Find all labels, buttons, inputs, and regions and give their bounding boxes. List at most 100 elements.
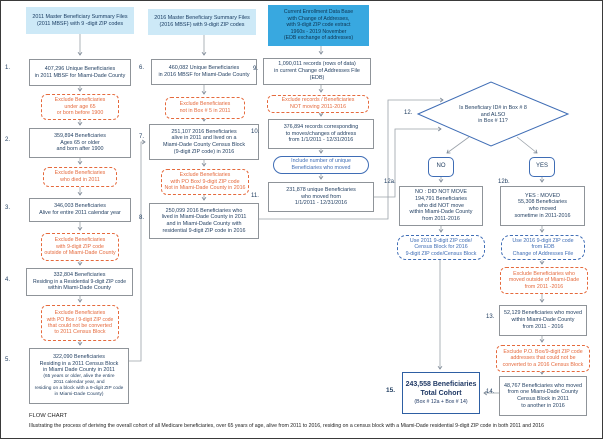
text-line: 9-digit ZIP code/Census Block — [405, 250, 477, 257]
text-line: Census Block for 2016 — [414, 244, 468, 251]
text-line: Exclude Beneficiaries who — [513, 270, 575, 277]
text-line: Alive for entire 2011 calendar year — [39, 210, 121, 216]
step-number-12: 12. — [404, 110, 413, 116]
text-line: (2011 MBSF) with 9 -digit ZIP codes — [36, 20, 124, 27]
text-line: YES : MOVED — [524, 192, 561, 199]
text-line: sometime in 2011-2016 — [514, 212, 571, 219]
text-line: from 2011 - 2016 — [522, 323, 564, 330]
exclude-pobox-census: Exclude P.O. Box/9-digit ZIP code addres… — [496, 345, 590, 372]
box-14: 48,767 Beneficiaries who moved from one … — [499, 376, 587, 416]
step-number-12a: 12a. — [384, 179, 396, 185]
use-2011-zip-pill: Use 2011 9-digit ZIP code/ Census Block … — [397, 235, 485, 260]
step-number-10: 10. — [251, 129, 260, 135]
text-line: Residing in a 2011 Census Block — [39, 360, 119, 367]
exclude-not-moving: Exclude records / Beneficiaries NOT movi… — [267, 95, 369, 113]
text-line: 2011 Master Beneficiary Summary Files — [32, 13, 128, 20]
box-12b: YES : MOVED 55,308 Beneficiaries who mov… — [500, 186, 585, 226]
text-line: with 9-digit ZIP code — [56, 243, 104, 250]
text-line: in Miami-Dade County) — [54, 392, 104, 398]
source-2016-mbsf: 2016 Master Beneficiary Summary Files (2… — [148, 9, 256, 35]
text-line: (Box # 12a + Box # 14) — [414, 398, 468, 405]
text-line: 250,099 2016 Beneficiaries who — [165, 207, 243, 214]
text-line: Exclude Beneficiaries — [54, 170, 106, 177]
text-line: Census Block in 2011 — [517, 396, 569, 402]
step-number-2: 2. — [5, 137, 11, 143]
text-line: residential 9-digit ZIP code in 2016 — [162, 227, 246, 234]
step-number-4: 4. — [5, 277, 11, 283]
text-line: 52,129 Beneficiaries who moved — [504, 310, 582, 317]
decision-yes: YES — [529, 157, 555, 177]
text-line: NOT moving 2011-2016 — [289, 104, 347, 110]
text-line: 55,308 Beneficiaries — [518, 199, 567, 206]
text-line: lived in Miami-Dade County in 2011 — [161, 214, 247, 221]
step-number-11: 11. — [251, 193, 259, 199]
text-line: and in Miami-Dade County with — [166, 221, 242, 227]
text-line: from EDB — [531, 244, 555, 251]
text-line: who died in 2011 — [60, 177, 100, 183]
text-line: 48,767 Beneficiaries who moved — [504, 382, 582, 389]
text-line: outside of Miami-Dade County — [44, 250, 116, 257]
text-line: Exclude Beneficiaries — [179, 172, 231, 179]
text-line: Exclude Beneficiaries — [54, 97, 106, 104]
source-edb: Current Enrollment Data Base with Change… — [268, 5, 369, 46]
caption-title: FLOW CHART — [29, 413, 68, 419]
text-line: Include number of unique — [291, 158, 351, 165]
text-line: not in Box # 5 in 2011 — [179, 108, 231, 114]
text-line: Beneficiaries who moved — [291, 165, 351, 171]
step-number-13: 13. — [486, 314, 495, 320]
box-5: 322,090 Beneficiaries Residing in a 2011… — [29, 348, 129, 404]
box-3: 346,003 Beneficiaries Alive for entire 2… — [29, 198, 131, 222]
text-line: addresses that could not be — [510, 355, 576, 362]
text-line: (2016 MBSF) with 9-digit ZIP codes — [159, 22, 245, 28]
source-2011-mbsf: 2011 Master Beneficiary Summary Files (2… — [26, 7, 134, 34]
text-line: 1960s - 2019 November — [290, 28, 347, 35]
text-line: from 2011 -2016 — [524, 283, 564, 290]
text-line: Is Beneficiary ID# in Box # 8 — [459, 104, 527, 111]
text-line: from 2011-2016 — [422, 216, 460, 223]
box-8: 250,099 2016 Beneficiaries who lived in … — [149, 203, 259, 239]
text-line: (65 years or older, alive the entire — [43, 374, 115, 380]
text-line: 376,894 records corresponding — [283, 123, 359, 130]
step-number-3: 3. — [5, 205, 11, 211]
box-1: 407,296 Unique Beneficiaries in 2011 MBS… — [29, 59, 131, 86]
exclude-pobox-2011: Exclude Beneficiaries with PO Box / 9-di… — [41, 305, 119, 341]
text-line: 2011 calendar year, and — [53, 380, 105, 386]
text-line: from one Miami-Dade County — [507, 389, 579, 396]
text-line: 460,082 Unique Beneficiaries — [168, 65, 240, 72]
box-12a: NO : DID NOT MOVE 194,791 Beneficiaries … — [399, 186, 483, 226]
step-number-15: 15. — [386, 387, 396, 394]
exclude-not-box5: Exclude Beneficiaries not in Box # 5 in … — [165, 97, 245, 119]
text-line: Current Enrollment Data Base — [283, 9, 354, 16]
text-line: or born before 1900 — [56, 110, 104, 117]
text-line: Exclude Beneficiaries — [179, 101, 231, 108]
box-7: 251,107 2016 Beneficiaries alive in 2011… — [149, 124, 259, 160]
text-line: and born after 1900 — [56, 146, 104, 153]
text-line: to 2011 Census Block — [54, 329, 106, 336]
text-line: NO : DID NOT MOVE — [414, 189, 467, 196]
text-line: to moves/changes of address — [285, 130, 357, 137]
text-line: with PO Box/ 9-digit ZIP code — [170, 178, 240, 185]
exclude-moved-outside: Exclude Beneficiaries who moved outside … — [500, 267, 588, 294]
text-line: from 1/1/2011 - 12/31/2016 — [288, 137, 354, 144]
text-line: who moved from — [301, 193, 341, 200]
step-number-8: 8. — [139, 215, 145, 221]
step-number-7: 7. — [139, 134, 145, 140]
box-10: 376,894 records corresponding to moves/c… — [268, 119, 374, 149]
text-line: Exclude Beneficiaries — [54, 237, 106, 244]
text-line: in 2011 MBSF for Miami-Dade County — [34, 72, 126, 79]
text-line: 251,107 2016 Beneficiaries — [171, 128, 237, 135]
text-line: Total Cohort — [420, 389, 462, 397]
decision-diamond — [416, 81, 570, 147]
include-unique-movers: Include number of unique Beneficiaries w… — [273, 156, 369, 174]
text-line: that could not be converted — [48, 322, 112, 329]
text-line: 1,090,011 records (rows of data) — [278, 61, 356, 68]
text-line: 231,878 unique Beneficiaries — [286, 186, 356, 193]
box-9: 1,090,011 records (rows of data) in curr… — [263, 58, 371, 85]
exclude-under-65: Exclude Beneficiaries under age 65 or bo… — [41, 94, 119, 120]
text-line: to another in 2016 — [521, 402, 565, 409]
exclude-zip-outside: Exclude Beneficiaries with 9-digit ZIP c… — [41, 233, 119, 261]
text-line: in Box # 11? — [478, 118, 508, 125]
text-line: Residing in a Residential 9-digit ZIP co… — [32, 278, 127, 285]
